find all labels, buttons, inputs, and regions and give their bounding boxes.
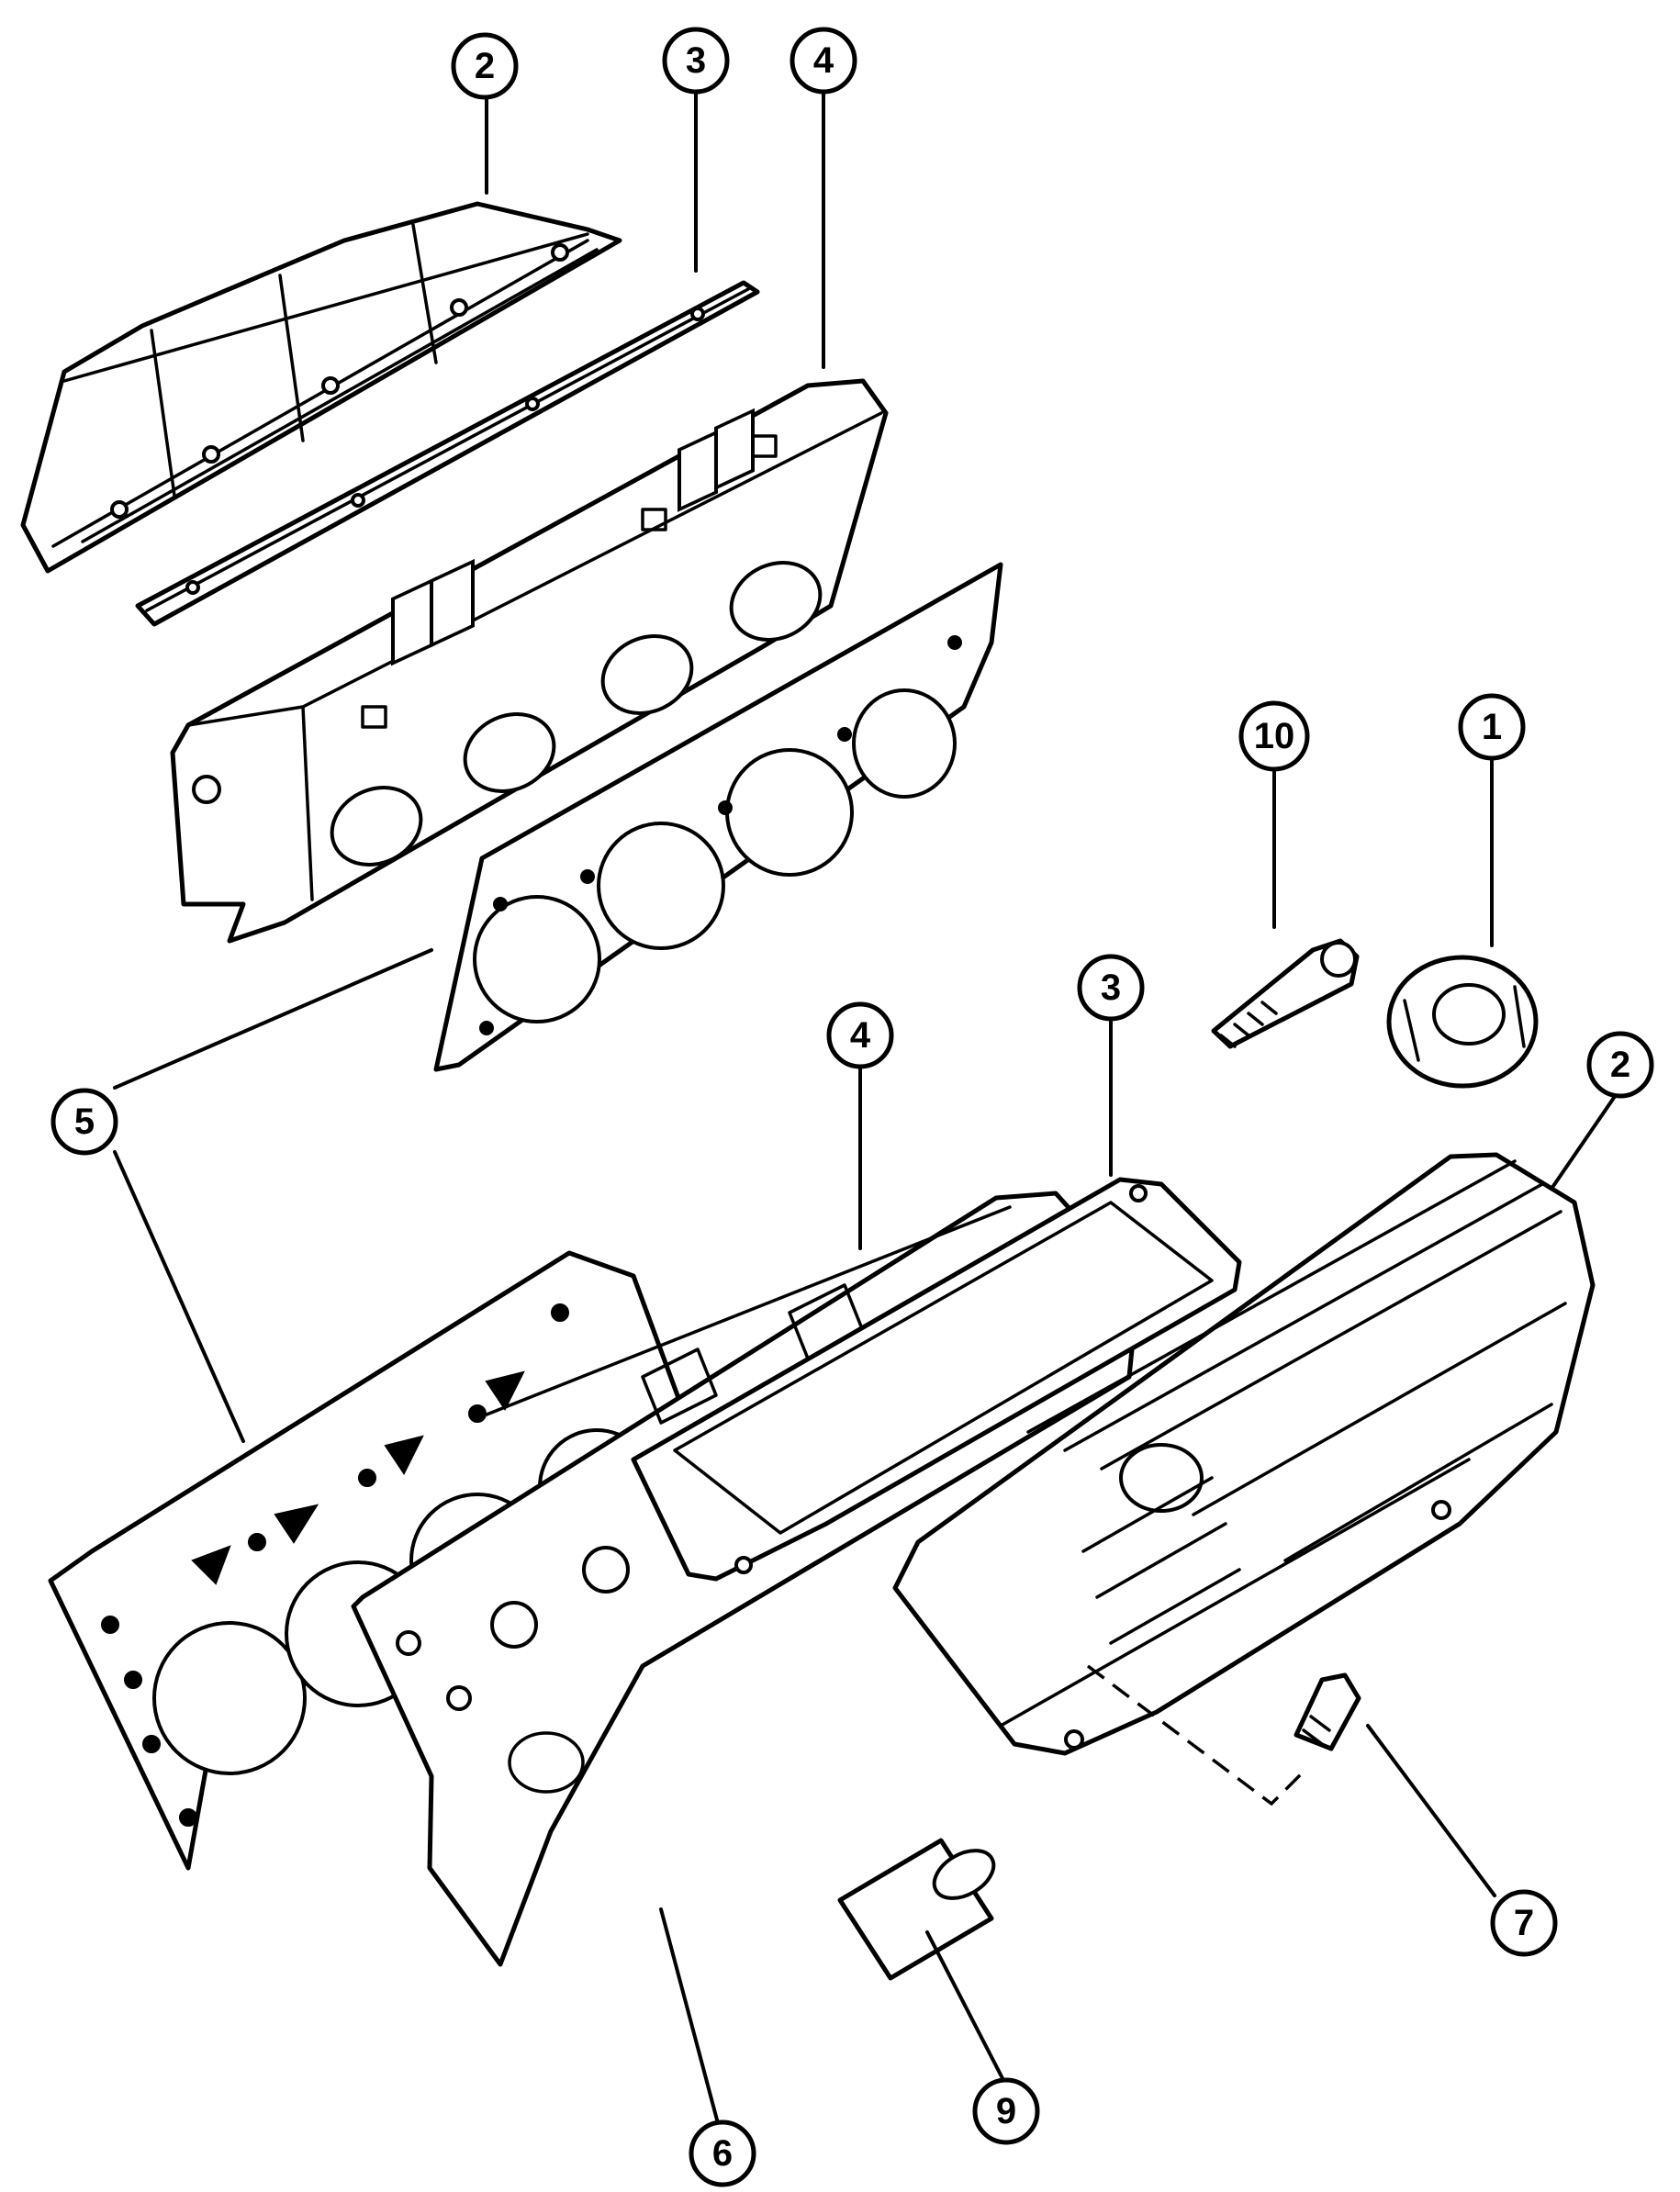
leader-lines	[113, 90, 1619, 2142]
callout-9-label: 9	[996, 2091, 1016, 2131]
callout-2-right: 2	[1586, 1031, 1654, 1099]
callout-4-lower-label: 4	[850, 1015, 871, 1056]
callout-6-label: 6	[712, 2133, 733, 2174]
valve-cover-gasket-upper	[135, 280, 760, 627]
callout-3-right-label: 3	[1101, 967, 1121, 1008]
cover-bolt	[1086, 1664, 1361, 1806]
callout-4-top: 4	[790, 27, 857, 95]
callout-9: 9	[972, 2077, 1040, 2145]
valve-cover-upper	[20, 201, 622, 574]
callout-2-right-label: 2	[1610, 1045, 1630, 1085]
callout-4-top-label: 4	[813, 40, 834, 81]
callout-4-lower: 4	[826, 1001, 894, 1069]
oil-filler-cap	[1386, 955, 1539, 1089]
callout-5-label: 5	[74, 1102, 95, 1142]
callout-7: 7	[1490, 1889, 1558, 1957]
callout-6: 6	[689, 2119, 756, 2187]
callout-3-top: 3	[662, 27, 730, 95]
callout-5: 5	[50, 1088, 118, 1156]
callout-1: 1	[1458, 693, 1526, 761]
dowel-sleeve	[837, 1838, 996, 1981]
valve-cover-lower	[892, 1152, 1596, 1756]
cylinder-head-upper	[170, 378, 889, 944]
head-bolt	[1211, 938, 1360, 1049]
valve-cover-gasket-lower	[631, 1177, 1242, 1582]
head-gasket-upper	[433, 562, 1003, 1072]
callout-2-top-label: 2	[475, 46, 495, 86]
callout-2-top: 2	[451, 32, 519, 100]
callout-1-label: 1	[1482, 707, 1502, 747]
callout-3-top-label: 3	[686, 40, 706, 81]
callout-10-label: 10	[1254, 716, 1295, 756]
callout-7-label: 7	[1514, 1903, 1534, 1943]
callout-10: 10	[1238, 700, 1310, 772]
callout-3-right: 3	[1077, 954, 1145, 1022]
